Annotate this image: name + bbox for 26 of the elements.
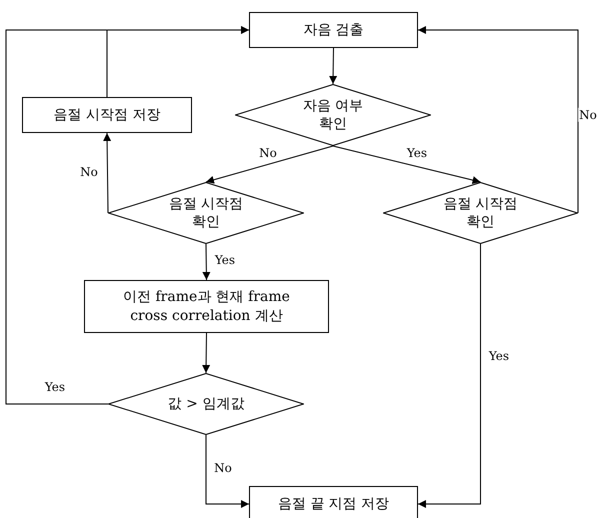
process-box: 자음 검출 bbox=[249, 12, 418, 48]
arrow bbox=[206, 146, 334, 184]
arrow bbox=[418, 26, 578, 214]
decision-diamond: 음절 시작점 확인 bbox=[108, 182, 304, 244]
decision-diamond: 음절 시작점 확인 bbox=[383, 182, 578, 244]
arrow bbox=[206, 434, 250, 508]
decision-diamond: 값 > 임계값 bbox=[108, 373, 304, 435]
arrow bbox=[418, 244, 481, 508]
process-box: 음절 끝 지점 저장 bbox=[249, 486, 418, 518]
decision-diamond: 자음 여부 확인 bbox=[235, 84, 431, 146]
edge-label: Yes bbox=[214, 252, 236, 268]
arrow bbox=[202, 244, 210, 280]
process-box: 이전 frame과 현재 frame cross correlation 계산 bbox=[84, 280, 329, 333]
edge-label: Yes bbox=[406, 146, 428, 160]
edge-label: No bbox=[213, 460, 233, 476]
edge-label: No bbox=[578, 108, 598, 122]
arrow bbox=[329, 48, 338, 84]
arrow bbox=[6, 26, 250, 404]
arrow bbox=[332, 146, 481, 184]
edge-label: No bbox=[79, 164, 99, 180]
process-box: 음절 시작점 저장 bbox=[22, 97, 192, 133]
edge-label: No bbox=[258, 146, 278, 160]
arrow bbox=[202, 332, 210, 374]
arrow bbox=[103, 132, 112, 214]
edge-label: Yes bbox=[488, 348, 510, 364]
edge-label: Yes bbox=[44, 380, 66, 394]
